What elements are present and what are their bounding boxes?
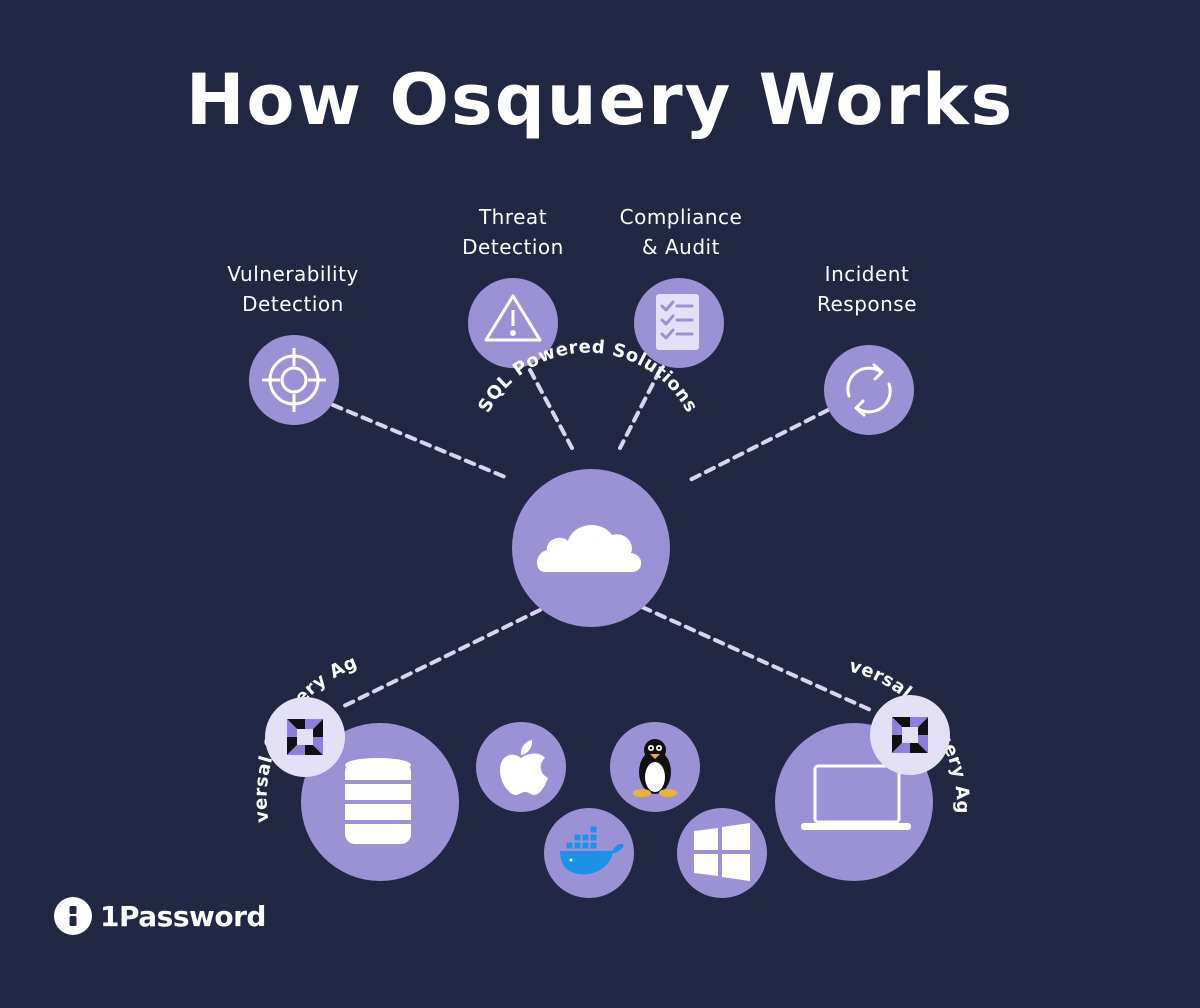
- linux-tux-icon: [633, 739, 677, 797]
- label-threat-detection: Threat Detection: [413, 202, 613, 262]
- label-compliance-audit: Compliance & Audit: [581, 202, 781, 262]
- platform-docker: [544, 808, 634, 898]
- connector-threat: [528, 368, 574, 450]
- device-database: [301, 723, 459, 881]
- brand-logo: 1Password: [54, 896, 266, 936]
- label-line: Incident: [824, 262, 910, 286]
- connector-left-agent: [338, 608, 542, 710]
- brand-name: 1Password: [100, 899, 266, 933]
- laptop-icon: [801, 764, 911, 830]
- page-title: How Osquery Works: [185, 59, 1015, 141]
- solution-compliance: [634, 278, 724, 368]
- refresh-icon: [846, 363, 892, 417]
- label-line: Threat: [478, 205, 548, 229]
- connector-vulnerability: [331, 403, 507, 479]
- apple-icon: [500, 740, 548, 795]
- hub-node: [512, 469, 670, 627]
- checklist-icon: [656, 294, 699, 350]
- solution-incident: [824, 345, 914, 435]
- label-vulnerability-detection: Vulnerability Detection: [193, 259, 393, 319]
- keyhole-icon: [54, 897, 92, 935]
- crosshair-icon: [262, 348, 326, 412]
- label-incident-response: Incident Response: [767, 259, 967, 319]
- connectors: [331, 368, 877, 714]
- platform-apple: [476, 722, 566, 812]
- left-agent-badge: [265, 697, 345, 777]
- database-icon: [345, 758, 411, 844]
- label-line: Vulnerability: [227, 262, 359, 286]
- windows-icon: [694, 823, 750, 881]
- solution-threat: [468, 278, 558, 368]
- platform-windows: [677, 808, 767, 898]
- platform-linux: [610, 722, 700, 812]
- label-line: Compliance: [619, 205, 743, 229]
- right-agent-badge: [870, 695, 950, 775]
- solution-vulnerability: [249, 335, 339, 425]
- label-line: Response: [816, 292, 918, 316]
- label-line: Detection: [242, 292, 344, 316]
- connector-compliance: [618, 368, 662, 450]
- label-line: Detection: [462, 235, 564, 259]
- connector-incident: [688, 408, 830, 482]
- connector-right-agent: [640, 605, 877, 714]
- warning-icon: [484, 294, 542, 342]
- cloud-icon: [536, 524, 642, 572]
- label-line: & Audit: [642, 235, 720, 259]
- docker-icon: [560, 825, 624, 875]
